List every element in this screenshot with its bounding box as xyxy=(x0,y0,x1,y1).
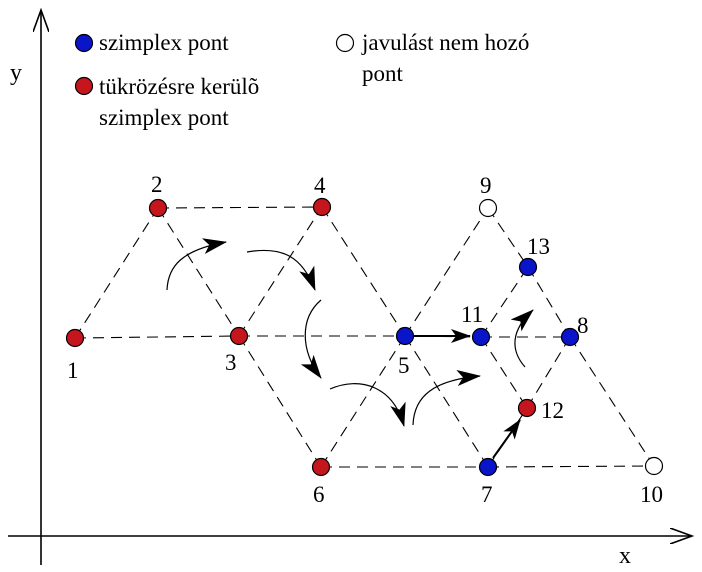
point-label-1: 1 xyxy=(67,358,79,383)
point-label-11: 11 xyxy=(461,302,483,327)
edge-p7-p12 xyxy=(487,407,528,468)
edge-p3-p4 xyxy=(238,206,323,337)
point-1 xyxy=(65,328,85,348)
point-label-2: 2 xyxy=(151,172,163,197)
edge-p4-p5 xyxy=(321,206,406,337)
point-label-4: 4 xyxy=(314,173,326,198)
point-label-13: 13 xyxy=(527,234,550,259)
point-label-9: 9 xyxy=(480,173,492,198)
legend: szimplex pont tükrözésre kerülõ szimplex… xyxy=(74,30,529,130)
point-label-5: 5 xyxy=(398,353,410,378)
point-label-12: 12 xyxy=(541,398,564,423)
flow-arrow-5 xyxy=(412,370,481,426)
legend-no-improvement-label-line2: pont xyxy=(362,61,404,86)
point-label-10: 10 xyxy=(640,482,663,507)
point-9 xyxy=(478,198,498,218)
point-10 xyxy=(644,456,664,476)
legend-no-improvement-marker xyxy=(335,33,355,53)
edge-p8-p10 xyxy=(569,336,655,467)
x-axis-label: x xyxy=(619,543,631,569)
edge-p2-p4 xyxy=(157,206,323,209)
point-11 xyxy=(471,327,491,347)
flow-arrow-2 xyxy=(246,249,316,291)
edge-p5-p9 xyxy=(404,207,489,337)
point-5 xyxy=(395,326,415,346)
simplex-edges xyxy=(74,206,655,468)
legend-no-improvement-label-line1: javulást nem hozó xyxy=(361,30,529,55)
point-2 xyxy=(148,198,168,218)
point-7 xyxy=(478,457,498,477)
axes: y x xyxy=(8,10,692,569)
move-arrow-7-to-12 xyxy=(492,419,521,459)
edge-p5-p6 xyxy=(320,335,406,468)
point-label-3: 3 xyxy=(225,350,237,375)
edge-p13-p8 xyxy=(527,266,571,338)
legend-reflected-label-line2: szimplex pont xyxy=(99,105,229,130)
edge-p5-p7 xyxy=(404,335,489,468)
legend-reflected-label-line1: tükrözésre kerülõ xyxy=(99,74,259,99)
edge-p1-p3 xyxy=(74,335,240,339)
point-6 xyxy=(311,457,331,477)
flow-arrow-6 xyxy=(510,309,534,368)
point-3 xyxy=(229,326,249,346)
legend-simplex-marker xyxy=(74,33,94,53)
flow-arrows xyxy=(166,238,534,427)
flow-arrow-3 xyxy=(300,299,322,379)
point-4 xyxy=(312,197,332,217)
point-13 xyxy=(518,257,538,277)
y-axis-label: y xyxy=(10,60,22,86)
edge-p12-p8 xyxy=(526,336,571,409)
legend-reflected-marker xyxy=(74,76,94,96)
point-8 xyxy=(560,327,580,347)
edge-p2-p3 xyxy=(157,207,240,337)
edge-p9-p13 xyxy=(487,207,529,268)
point-label-8: 8 xyxy=(577,313,589,338)
point-12 xyxy=(517,398,537,418)
edge-p11-p13 xyxy=(480,266,529,338)
legend-simplex-label: szimplex pont xyxy=(99,30,229,55)
flow-arrow-1 xyxy=(166,238,227,291)
move-arrows xyxy=(414,329,521,459)
flow-arrow-4 xyxy=(329,383,406,427)
point-label-7: 7 xyxy=(481,482,493,507)
edge-p7-p10 xyxy=(487,465,655,468)
edge-p11-p12 xyxy=(480,336,528,409)
point-label-6: 6 xyxy=(313,482,325,507)
edge-p3-p6 xyxy=(238,335,322,468)
edge-p1-p2 xyxy=(74,207,159,339)
